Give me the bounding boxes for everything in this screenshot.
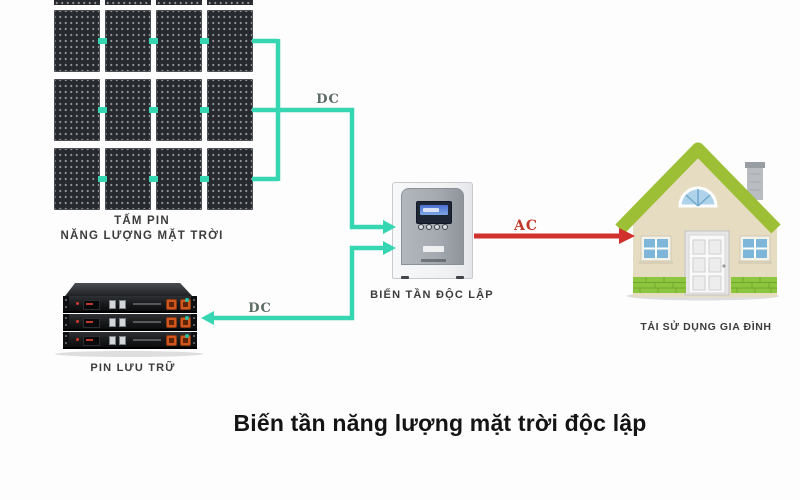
battery-text-line	[133, 321, 161, 323]
battery-switch	[119, 300, 126, 309]
solar-panel	[207, 79, 253, 141]
battery-switch	[109, 336, 116, 345]
panel-connector-icon	[98, 38, 107, 44]
inverter-foot	[456, 276, 464, 279]
panel-connector-icon	[200, 107, 209, 113]
inverter-foot	[401, 276, 409, 279]
solar-panel-partial	[156, 0, 202, 5]
panel-connector-icon	[149, 176, 158, 182]
battery-text-line	[133, 303, 161, 305]
inverter	[392, 182, 473, 279]
solar-panel	[105, 10, 151, 72]
window-left-icon	[639, 235, 673, 264]
battery-unit	[63, 314, 197, 331]
solar-panel	[105, 148, 151, 210]
solar-array-label: TẤM PIN NĂNG LƯỢNG MẶT TRỜI	[42, 214, 242, 244]
panel-connector-icon	[200, 38, 209, 44]
battery-text-line	[133, 339, 161, 341]
inverter-button	[427, 225, 431, 229]
house-gable	[626, 152, 770, 225]
house-shadow	[627, 291, 779, 301]
battery-stack	[55, 283, 203, 361]
inverter-lcd-screen	[420, 205, 448, 215]
battery-brand-dot	[185, 316, 189, 320]
door-icon	[684, 230, 730, 296]
dc-wire-solar-to-inverter	[252, 38, 396, 234]
battery-brand-dot	[185, 334, 189, 338]
panel-connector-icon	[149, 107, 158, 113]
ac-label: AC	[513, 218, 538, 234]
solar-array-label-line2: NĂNG LƯỢNG MẶT TRỜI	[60, 230, 224, 242]
solar-panel-partial	[105, 0, 151, 5]
house-wall	[633, 222, 777, 297]
battery-unit	[63, 296, 197, 313]
rack-ear	[63, 332, 69, 347]
dc-label-battery: DC	[248, 301, 272, 316]
rack-ear	[191, 332, 197, 347]
battery-switch	[109, 318, 116, 327]
dc-label-solar: DC	[316, 92, 340, 107]
solar-array-label-line1: TẤM PIN	[114, 215, 170, 227]
battery-led	[76, 302, 79, 305]
battery-display	[83, 300, 100, 310]
inverter-label: BIẾN TẦN ĐỘC LẬP	[370, 289, 494, 301]
solar-panel	[54, 79, 100, 141]
solar-panel	[156, 79, 202, 141]
rack-ear	[191, 296, 197, 311]
page-title: Biến tần năng lượng mặt trời độc lập	[233, 410, 647, 436]
inverter-display	[416, 201, 452, 224]
battery-lid	[65, 283, 193, 296]
house-roof	[615, 142, 781, 234]
arrowhead-into-house	[619, 228, 635, 244]
inverter-button	[435, 225, 439, 229]
inverter-logo	[423, 246, 444, 252]
battery-switch	[109, 300, 116, 309]
panel-connector-icon	[98, 176, 107, 182]
solar-panel	[105, 79, 151, 141]
solar-panel	[156, 10, 202, 72]
battery-display	[83, 336, 100, 346]
battery-led	[76, 320, 79, 323]
brick-base-right	[731, 277, 777, 293]
dc-wire-inverter-to-battery	[201, 241, 396, 325]
solar-panel	[156, 148, 202, 210]
battery-display	[83, 318, 100, 328]
rack-ear	[63, 314, 69, 329]
solar-panel	[54, 10, 100, 72]
battery-label: PIN LƯU TRỮ	[90, 362, 176, 374]
chimney-icon	[745, 162, 765, 200]
rack-ear	[191, 314, 197, 329]
solar-panel	[207, 10, 253, 72]
ac-wire-inverter-to-house	[474, 228, 635, 244]
house-label: TẢI SỬ DỤNG GIA ĐÌNH	[640, 321, 772, 333]
brick-base-left	[633, 277, 686, 293]
house	[615, 142, 781, 301]
battery-connector-icon	[166, 299, 177, 310]
battery-switch	[119, 336, 126, 345]
solar-panel-partial	[54, 0, 100, 5]
arrowhead-into-battery	[201, 311, 214, 325]
battery-led	[76, 338, 79, 341]
battery-shadow	[55, 351, 203, 357]
inverter-front-panel	[401, 188, 464, 265]
inverter-button	[443, 225, 447, 229]
battery-connector-icon	[166, 335, 177, 346]
solar-panel	[207, 148, 253, 210]
solar-panel	[54, 148, 100, 210]
inverter-model-text	[421, 259, 446, 262]
solar-panel-grid	[54, 0, 254, 212]
fan-window-icon	[678, 186, 718, 208]
battery-unit	[63, 332, 197, 349]
panel-connector-icon	[149, 38, 158, 44]
battery-brand-dot	[185, 298, 189, 302]
rack-ear	[63, 296, 69, 311]
panel-connector-icon	[98, 107, 107, 113]
battery-switch	[119, 318, 126, 327]
inverter-button	[419, 225, 423, 229]
window-right-icon	[738, 235, 772, 264]
battery-connector-icon	[166, 317, 177, 328]
panel-connector-icon	[200, 176, 209, 182]
solar-panel-partial	[207, 0, 253, 5]
